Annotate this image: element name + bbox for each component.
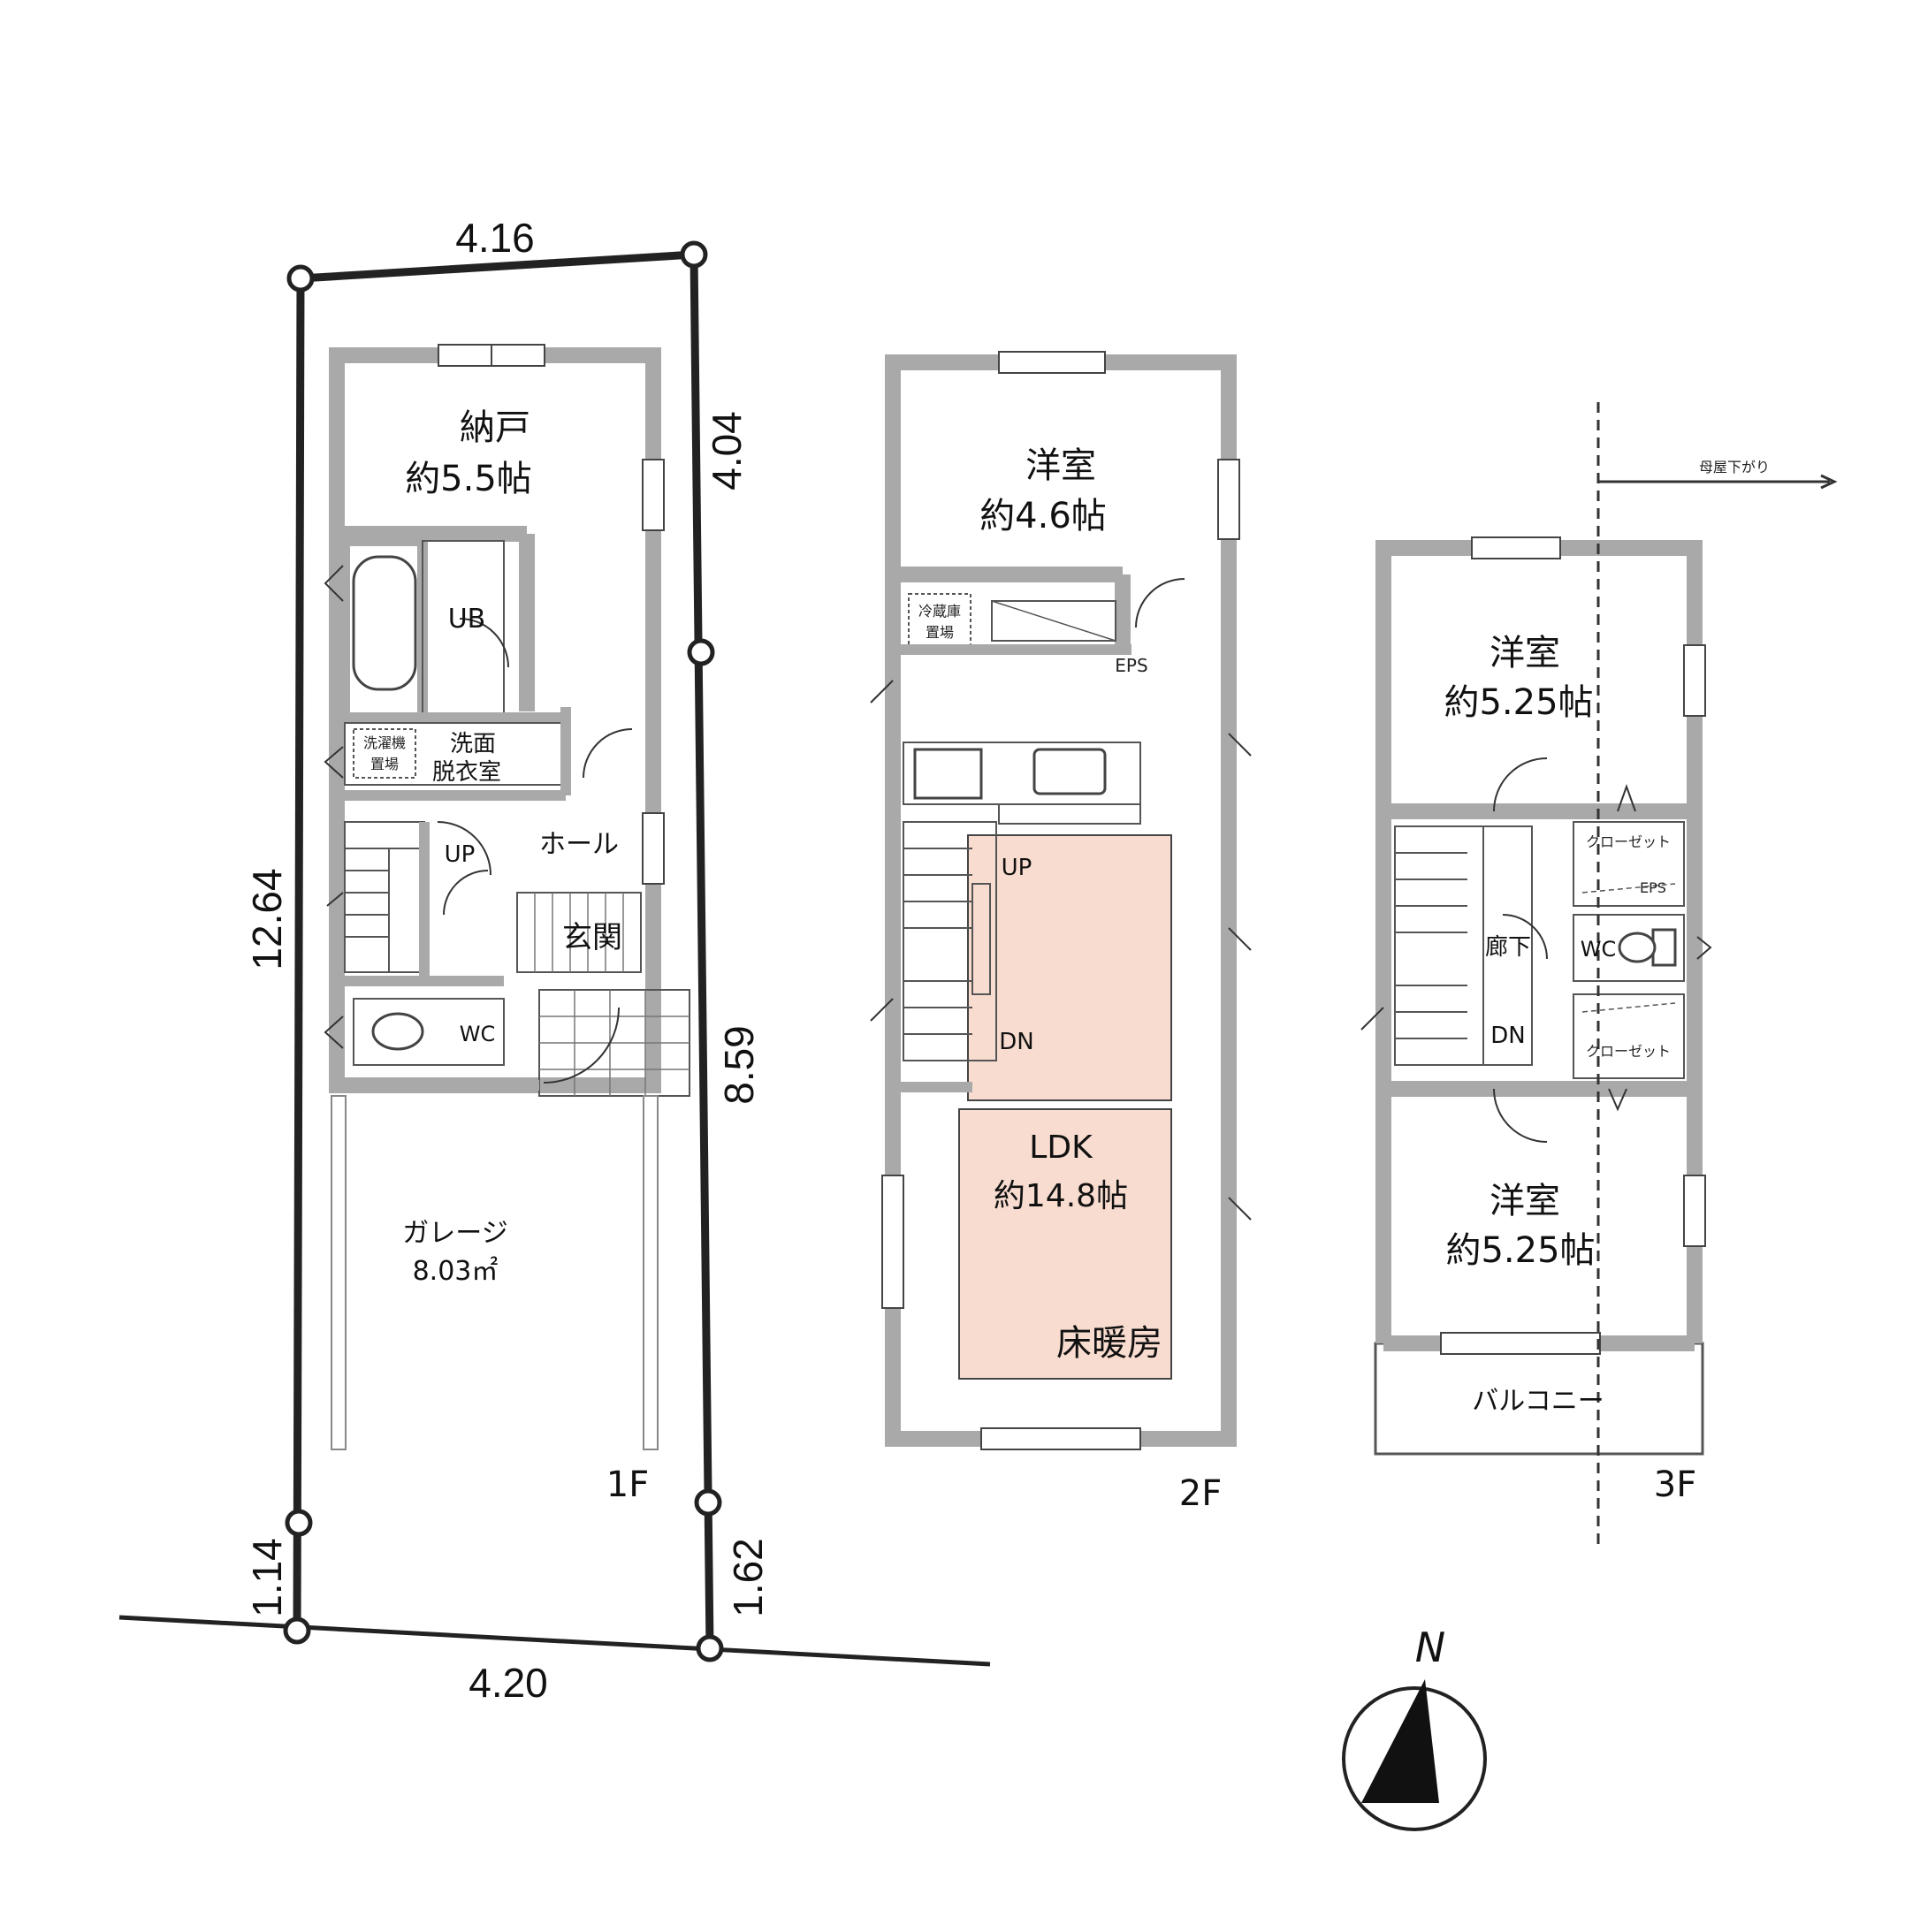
closet-label-1: クローゼット xyxy=(1586,833,1671,850)
lot-corner-node xyxy=(285,1509,313,1537)
room-2f-name: 洋室 xyxy=(1025,445,1096,486)
garage-area: 8.03㎡ xyxy=(413,1256,499,1287)
compass-north-label: N xyxy=(1415,1624,1445,1671)
stairs-up-label: UP xyxy=(445,841,476,868)
lot-corner-node xyxy=(694,1488,722,1517)
room-3f-2-name: 洋室 xyxy=(1490,1181,1560,1221)
dim-bottom: 4.20 xyxy=(469,1660,548,1706)
floor-2f xyxy=(870,351,1252,1450)
eave-note-label: 母屋下がり xyxy=(1699,459,1770,475)
lot-corner-node xyxy=(687,638,715,666)
north-arrow-icon xyxy=(1361,1679,1439,1803)
ldk-size: 約14.8帖 xyxy=(994,1178,1128,1214)
balcony-label: バルコニー xyxy=(1472,1386,1604,1417)
ldk-name: LDK xyxy=(1029,1130,1093,1166)
floor-1f-label: 1F xyxy=(606,1464,649,1505)
eps-label-3f: EPS xyxy=(1640,879,1666,896)
storage-size: 約5.5帖 xyxy=(405,459,532,499)
room-2f-size: 約4.6帖 xyxy=(979,496,1107,536)
dim-top: 4.16 xyxy=(455,215,535,261)
lot-corner-node xyxy=(696,1634,724,1662)
garage-name: ガレージ xyxy=(402,1218,507,1249)
washer-label-line2: 置場 xyxy=(370,756,399,772)
dim-right-upper: 4.04 xyxy=(704,411,750,491)
washroom-label-line2: 脱衣室 xyxy=(432,759,501,786)
dim-left: 12.64 xyxy=(244,868,290,970)
room-3f-1-size: 約5.25帖 xyxy=(1444,682,1593,723)
washroom-label-line1: 洗面 xyxy=(450,731,496,757)
floor-heating-label: 床暖房 xyxy=(1056,1323,1162,1364)
floor-3f-label: 3F xyxy=(1654,1464,1696,1505)
lot-corner-node xyxy=(680,240,708,269)
dim-right-lower: 1.62 xyxy=(725,1538,771,1617)
wc-label-1f: WC xyxy=(460,1022,496,1046)
stairs-dn-label-3f: DN xyxy=(1490,1023,1525,1049)
floor-1f xyxy=(324,344,690,1450)
lot-corner-node xyxy=(286,264,315,293)
corridor-label: 廊下 xyxy=(1485,934,1531,961)
fridge-label-line2: 置場 xyxy=(926,624,954,641)
floor-2f-label: 2F xyxy=(1179,1473,1222,1514)
lot-boundary xyxy=(118,240,991,1667)
dim-left-lower: 1.14 xyxy=(244,1538,290,1617)
room-3f-1-name: 洋室 xyxy=(1490,633,1560,673)
stairs-dn-label-2f: DN xyxy=(999,1029,1033,1055)
entrance-label: 玄関 xyxy=(562,920,622,955)
eps-label-2f: EPS xyxy=(1115,655,1147,676)
bath-label: UB xyxy=(448,604,486,635)
wc-label-3f: WC xyxy=(1581,937,1617,962)
dim-right-middle: 8.59 xyxy=(716,1025,762,1105)
floor-3f xyxy=(1360,402,1838,1547)
closet-label-2: クローゼット xyxy=(1586,1043,1671,1060)
washer-label-line1: 洗濯機 xyxy=(363,734,406,751)
fridge-label-line1: 冷蔵庫 xyxy=(918,603,961,620)
hall-label: ホール xyxy=(539,829,619,860)
lot-corner-node xyxy=(283,1616,311,1645)
floor-heating-area-lower xyxy=(958,1108,1172,1380)
room-3f-2-size: 約5.25帖 xyxy=(1445,1230,1595,1271)
compass xyxy=(1342,1679,1487,1831)
stairs-up-label-2f: UP xyxy=(1002,855,1032,881)
storage-name: 納戸 xyxy=(460,407,530,448)
floor-heating-area-upper xyxy=(967,834,1172,1101)
